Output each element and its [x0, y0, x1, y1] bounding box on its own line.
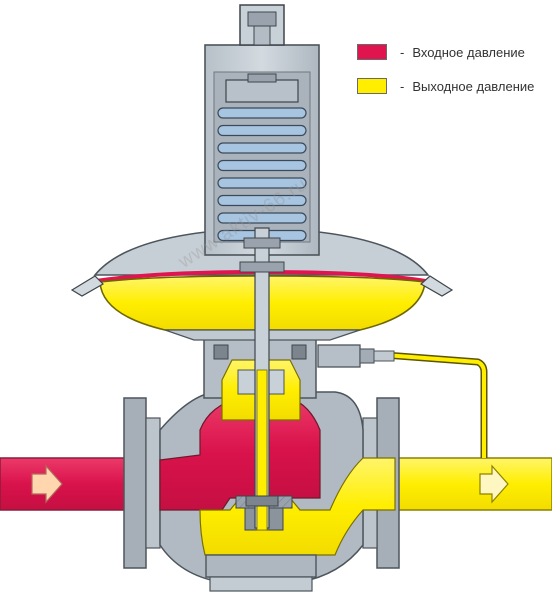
legend-dash: - [400, 44, 405, 60]
spring-coil [217, 194, 307, 207]
spring-coil [217, 159, 307, 172]
inlet-flange [123, 397, 161, 569]
outlet-pipe [394, 457, 552, 511]
legend-dash: - [400, 78, 405, 94]
legend-item-outlet: - Выходное давление [357, 74, 547, 98]
inlet-swatch [357, 44, 387, 60]
flow-arrow-icon [479, 464, 509, 504]
spring [217, 107, 307, 242]
spring-coil [217, 212, 307, 224]
legend: - Входное давление - Выходное давление [357, 40, 547, 108]
outlet-flange [362, 397, 400, 569]
legend-item-inlet: - Входное давление [357, 40, 547, 64]
impulse-line [317, 344, 488, 458]
outlet-swatch [357, 78, 387, 94]
legend-label-outlet: Выходное давление [412, 78, 535, 94]
valve-stem [239, 227, 285, 531]
valve-body [159, 391, 396, 592]
spring-coil [217, 142, 307, 154]
spring-coil [217, 107, 307, 119]
spring-coil [217, 177, 307, 189]
spring-coil [217, 124, 307, 137]
flow-arrow-icon [31, 464, 63, 504]
legend-label-inlet: Входное давление [412, 44, 525, 60]
